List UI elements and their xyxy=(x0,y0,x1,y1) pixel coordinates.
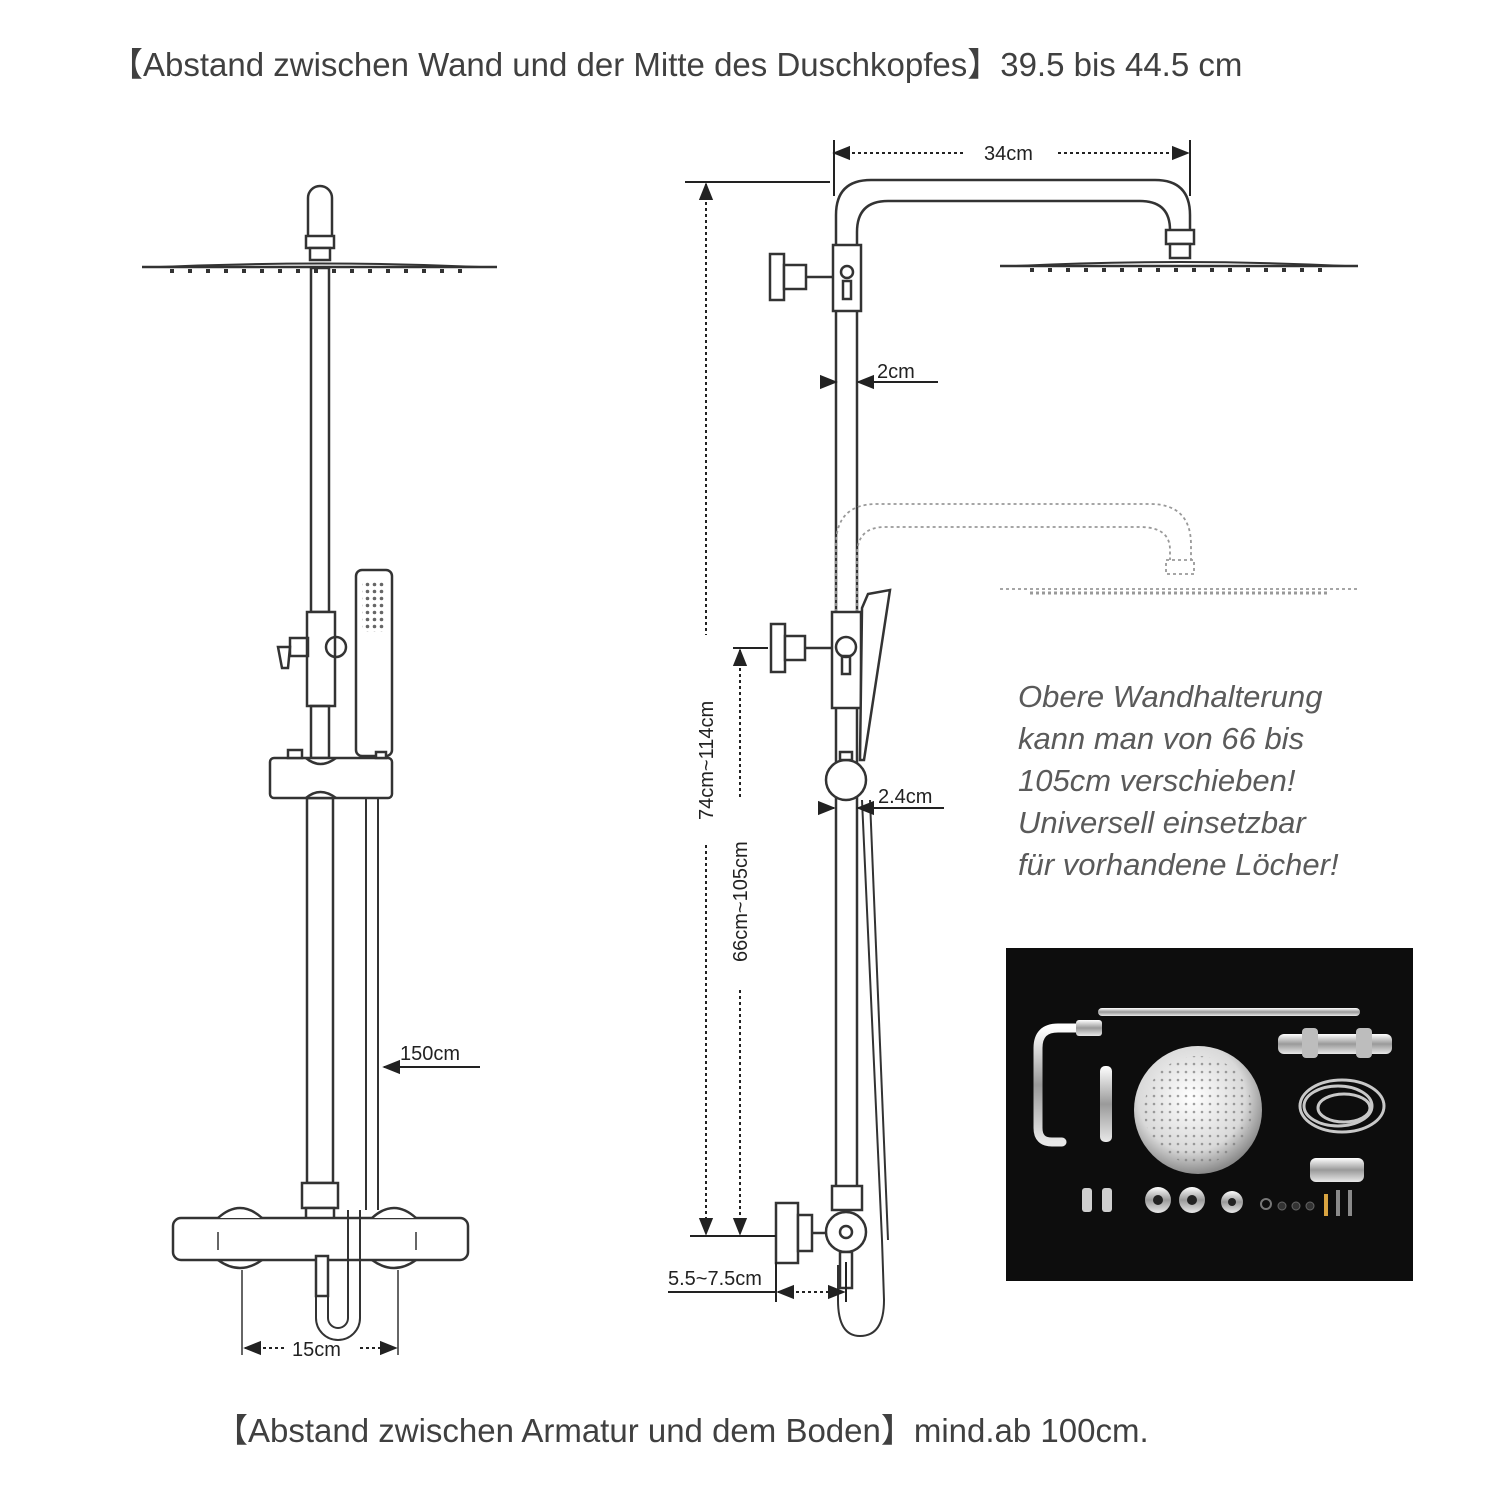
part-arm xyxy=(1033,1023,1099,1147)
note-line: Universell einsetzbar xyxy=(1018,805,1306,840)
front-upper-bracket xyxy=(276,635,348,670)
dim-arm-length-label: 34cm xyxy=(984,143,1033,165)
dim-mixer-diameter-label: 2.4cm xyxy=(878,786,932,808)
side-hand-shower xyxy=(858,588,892,762)
dim-bracket-range: 66cm~105cm xyxy=(730,647,768,1236)
dim-mixer-diameter: 2.4cm xyxy=(817,786,944,816)
side-slide-holder xyxy=(824,758,868,802)
dim-bracket-range-label: 66cm~105cm xyxy=(730,841,752,962)
dim-wall-offset-label: 5.5~7.5cm xyxy=(668,1268,762,1290)
part-slide-holder xyxy=(1310,1158,1364,1182)
parts-illustration xyxy=(1006,948,1413,1281)
side-middle-bracket xyxy=(769,610,863,710)
part-pipe xyxy=(1100,1066,1112,1142)
front-view xyxy=(142,184,497,1355)
front-thermostat xyxy=(171,1206,470,1355)
side-ghost-arm xyxy=(835,503,1358,612)
front-slide-holder xyxy=(268,748,394,800)
side-top-bracket xyxy=(768,243,863,313)
dim-pipe-diameter: 2cm xyxy=(819,361,938,390)
front-pipe xyxy=(300,266,340,1226)
side-hose xyxy=(837,799,886,1338)
dim-inlet-spacing: 15cm xyxy=(243,1339,398,1361)
product-photo xyxy=(1006,948,1413,1281)
dim-wall-offset: 5.5~7.5cm xyxy=(668,1262,847,1302)
dim-pipe-diameter-label: 2cm xyxy=(877,361,915,383)
dim-hose-label: 150cm xyxy=(400,1043,460,1065)
footer-caption: 【Abstand zwischen Armatur und dem Boden】… xyxy=(215,1412,1149,1449)
dim-total-height-label: 74cm~114cm xyxy=(696,701,718,820)
part-hose xyxy=(1298,1078,1386,1134)
front-hand-shower xyxy=(354,568,394,758)
side-shower-head xyxy=(1000,261,1358,272)
dim-hose: 150cm xyxy=(382,1043,480,1075)
dim-total-height: 74cm~114cm xyxy=(685,181,830,1237)
note-line: kann man von 66 bis xyxy=(1018,721,1305,756)
side-thermostat xyxy=(774,1184,868,1290)
dim-arm-length: 34cm xyxy=(832,140,1191,196)
part-thermostat xyxy=(1278,1034,1392,1054)
bracket-note: Obere Wandhalterung kann man von 66 bis … xyxy=(1018,676,1339,886)
side-view xyxy=(768,178,1358,1338)
part-fittings xyxy=(1082,1187,1352,1216)
note-line: 105cm verschieben! xyxy=(1018,763,1296,798)
part-rod xyxy=(1098,1008,1360,1016)
note-line: für vorhandene Löcher! xyxy=(1018,847,1339,882)
side-arm xyxy=(834,178,1192,1210)
note-line: Obere Wandhalterung xyxy=(1018,679,1323,714)
header-caption: 【Abstand zwischen Wand und der Mitte des… xyxy=(110,46,1243,83)
dim-inlet-spacing-label: 15cm xyxy=(292,1339,341,1361)
